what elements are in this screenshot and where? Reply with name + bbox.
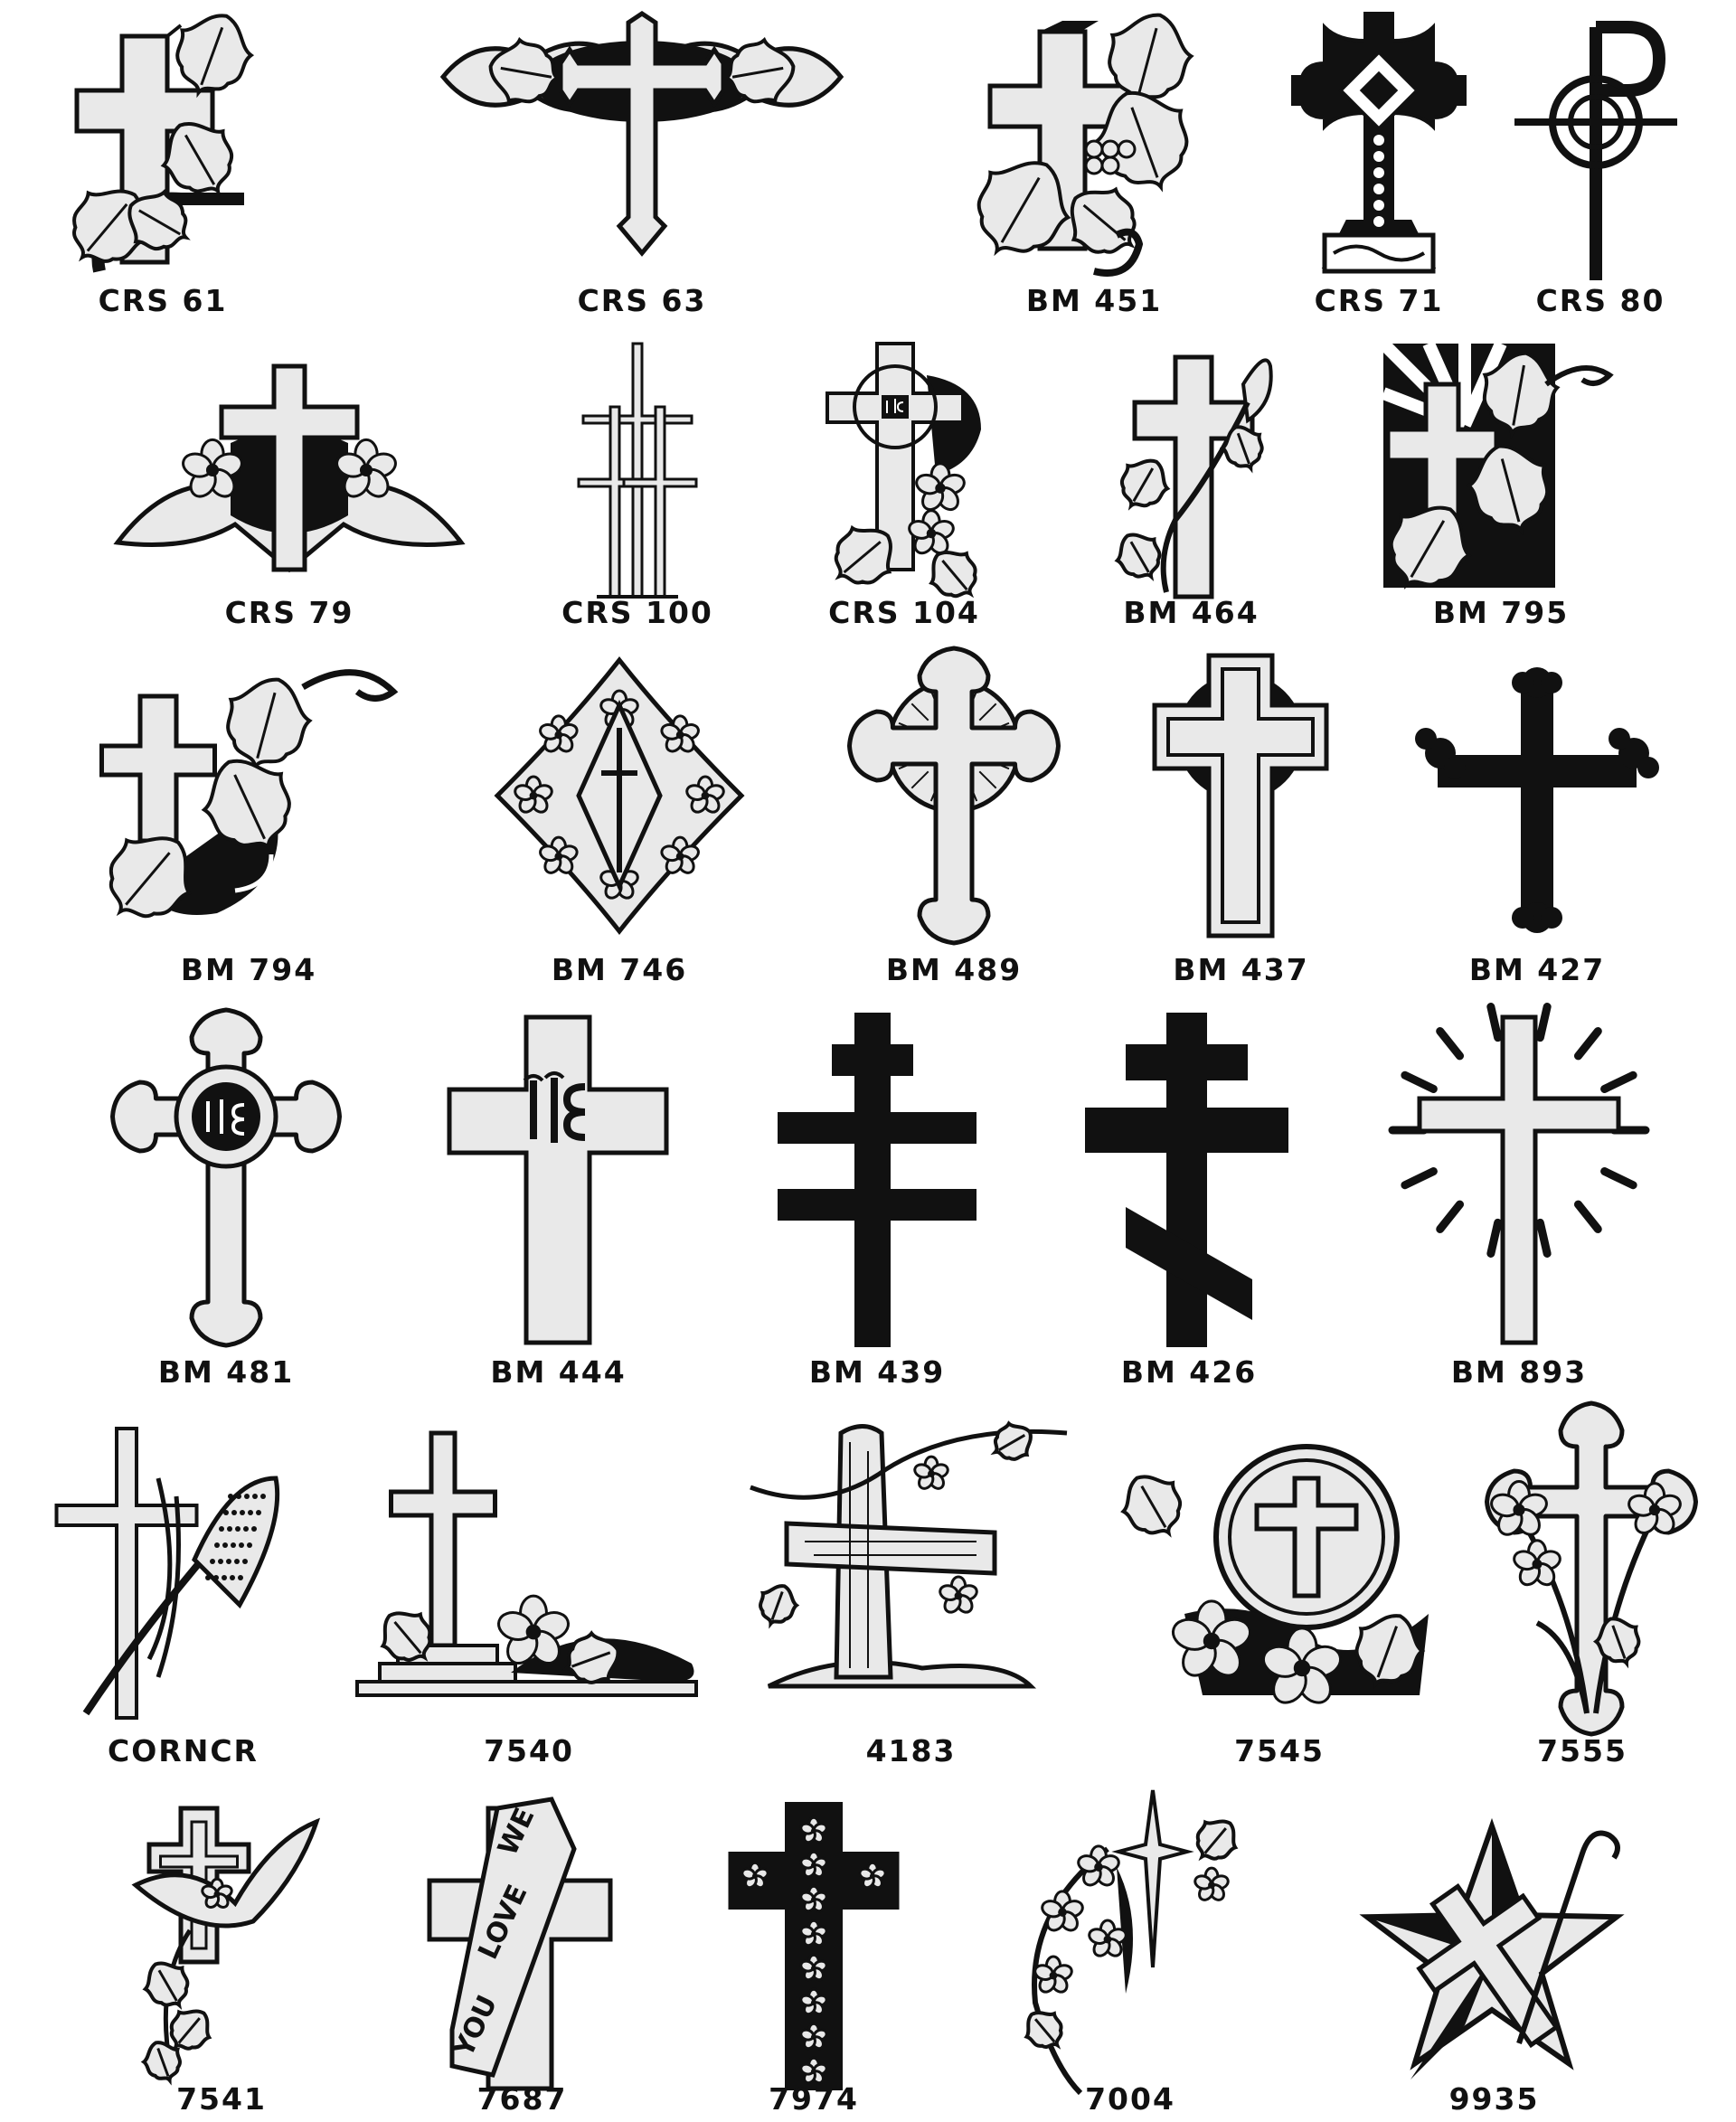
design-code-label: 7541 bbox=[176, 2081, 267, 2117]
patriarchal-cross-icon bbox=[778, 1013, 976, 1347]
design-item-bm-427: BM 427 bbox=[1415, 665, 1659, 993]
cross-with-dove-icon bbox=[131, 1806, 321, 2086]
design-code-label: 7555 bbox=[1537, 1733, 1628, 1768]
cross-on-steps-with-flower-icon bbox=[355, 1430, 698, 1697]
chi-rho-cross-icon bbox=[1514, 21, 1677, 280]
design-item-crs-104: CRS 104 bbox=[826, 339, 981, 636]
design-code-label: 9935 bbox=[1448, 2081, 1540, 2117]
design-item-bm-795: BM 795 bbox=[1374, 339, 1628, 636]
design-code-label: CRS 100 bbox=[561, 595, 713, 630]
design-item-crs-80: CRS 80 bbox=[1510, 9, 1691, 324]
budded-cross-with-daffodils-icon bbox=[1485, 1401, 1698, 1737]
design-item-7004: 7004 bbox=[1017, 1786, 1243, 2122]
design-item-bm-444: BM 444 bbox=[447, 1013, 669, 1395]
design-code-label: 7545 bbox=[1234, 1733, 1325, 1768]
design-code-label: 4183 bbox=[865, 1733, 957, 1768]
budded-cross-with-halo-icon bbox=[847, 646, 1061, 946]
design-item-bm-746: BM 746 bbox=[488, 651, 750, 993]
cross-with-rays-and-leaves-icon bbox=[1379, 339, 1614, 590]
design-item-crs-79: CRS 79 bbox=[113, 362, 466, 636]
cross-with-lilies-icon bbox=[113, 363, 466, 573]
three-crosses-icon bbox=[577, 342, 698, 599]
cross-with-grape-leaves-icon bbox=[976, 13, 1194, 277]
design-code-label: BM 795 bbox=[1432, 595, 1570, 630]
design-code-label: CRS 79 bbox=[224, 595, 354, 630]
rustic-wooden-cross-icon bbox=[750, 1420, 1068, 1689]
design-code-label: 7687 bbox=[476, 2081, 568, 2117]
design-code-label: BM 426 bbox=[1120, 1354, 1258, 1390]
design-code-label: BM 794 bbox=[180, 952, 317, 987]
design-item-bm-489: BM 489 bbox=[847, 646, 1061, 993]
floral-filled-cross-icon bbox=[728, 1802, 900, 2090]
design-code-label: BM 439 bbox=[808, 1354, 946, 1390]
cross-with-leaves-icon bbox=[72, 14, 255, 273]
design-item-9935: 9935 bbox=[1359, 1817, 1625, 2122]
design-code-label: BM 893 bbox=[1450, 1354, 1588, 1390]
design-code-label: CRS 104 bbox=[828, 595, 980, 630]
design-item-4183: 4183 bbox=[750, 1415, 1071, 1774]
design-code-label: BM 437 bbox=[1173, 952, 1309, 987]
ihs-budded-cross-icon bbox=[110, 1007, 342, 1348]
design-item-corncr: CORNCR bbox=[54, 1424, 307, 1774]
ihs-cross-with-flowers-icon bbox=[826, 342, 981, 599]
cross-with-leaves-icon bbox=[99, 669, 399, 919]
design-item-7545: 7545 bbox=[1120, 1442, 1429, 1774]
design-code-label: 7004 bbox=[1085, 2081, 1175, 2117]
design-item-bm-794: BM 794 bbox=[99, 669, 399, 993]
design-item-crs-100: CRS 100 bbox=[561, 339, 712, 636]
ornamental-diamond-cross-icon bbox=[494, 655, 745, 936]
design-code-label: CRS 61 bbox=[98, 283, 228, 318]
design-code-label: CRS 71 bbox=[1314, 283, 1444, 318]
design-code-label: CRS 63 bbox=[577, 283, 707, 318]
design-code-label: BM 481 bbox=[157, 1354, 295, 1390]
design-item-7974: 7974 bbox=[728, 1799, 900, 2122]
design-item-7540: 7540 bbox=[355, 1429, 701, 1774]
design-item-crs-71: CRS 71 bbox=[1291, 9, 1467, 324]
design-code-label: CORNCR bbox=[108, 1733, 259, 1768]
cross-with-calla-lily-icon bbox=[1114, 354, 1273, 599]
design-item-bm-481: BM 481 bbox=[110, 1007, 342, 1395]
radiant-cross-icon bbox=[1388, 1003, 1650, 1345]
design-code-label: BM 427 bbox=[1468, 952, 1606, 987]
design-code-label: BM 746 bbox=[551, 952, 688, 987]
cross-in-circle-with-flowers-icon bbox=[1120, 1444, 1429, 1704]
design-item-bm-439: BM 439 bbox=[778, 1008, 976, 1395]
ihs-latin-cross-icon bbox=[447, 1014, 669, 1345]
star-and-flowers-cross-icon bbox=[1024, 1789, 1239, 2096]
design-item-bm-451: BM 451 bbox=[958, 13, 1230, 324]
celtic-cross-icon bbox=[1291, 12, 1467, 274]
design-code-label: BM 444 bbox=[490, 1354, 627, 1390]
design-code-label: BM 489 bbox=[885, 952, 1023, 987]
design-item-bm-437: BM 437 bbox=[1152, 651, 1329, 993]
design-code-label: CRS 80 bbox=[1535, 283, 1665, 318]
celtic-outline-cross-icon bbox=[1152, 653, 1329, 938]
design-code-label: BM 451 bbox=[1025, 283, 1163, 318]
botonee-cross-icon bbox=[1415, 667, 1659, 933]
design-code-label: 7974 bbox=[769, 2081, 859, 2117]
design-item-bm-893: BM 893 bbox=[1388, 1003, 1650, 1395]
cross-with-scroll-banner-icon bbox=[439, 10, 844, 257]
design-item-bm-464: BM 464 bbox=[1108, 348, 1275, 636]
design-item-bm-426: BM 426 bbox=[1085, 1008, 1293, 1395]
design-item-crs-63: CRS 63 bbox=[425, 10, 859, 324]
cross-with-corn-icon bbox=[54, 1427, 280, 1720]
design-item-crs-61: CRS 61 bbox=[72, 14, 255, 324]
design-code-label: 7540 bbox=[484, 1733, 574, 1768]
orthodox-cross-icon bbox=[1085, 1013, 1288, 1347]
design-item-7555: 7555 bbox=[1483, 1401, 1698, 1774]
design-code-label: BM 464 bbox=[1123, 595, 1260, 630]
star-with-cross-and-staff-icon bbox=[1359, 1817, 1625, 2080]
design-item-7541: 7541 bbox=[127, 1804, 321, 2122]
